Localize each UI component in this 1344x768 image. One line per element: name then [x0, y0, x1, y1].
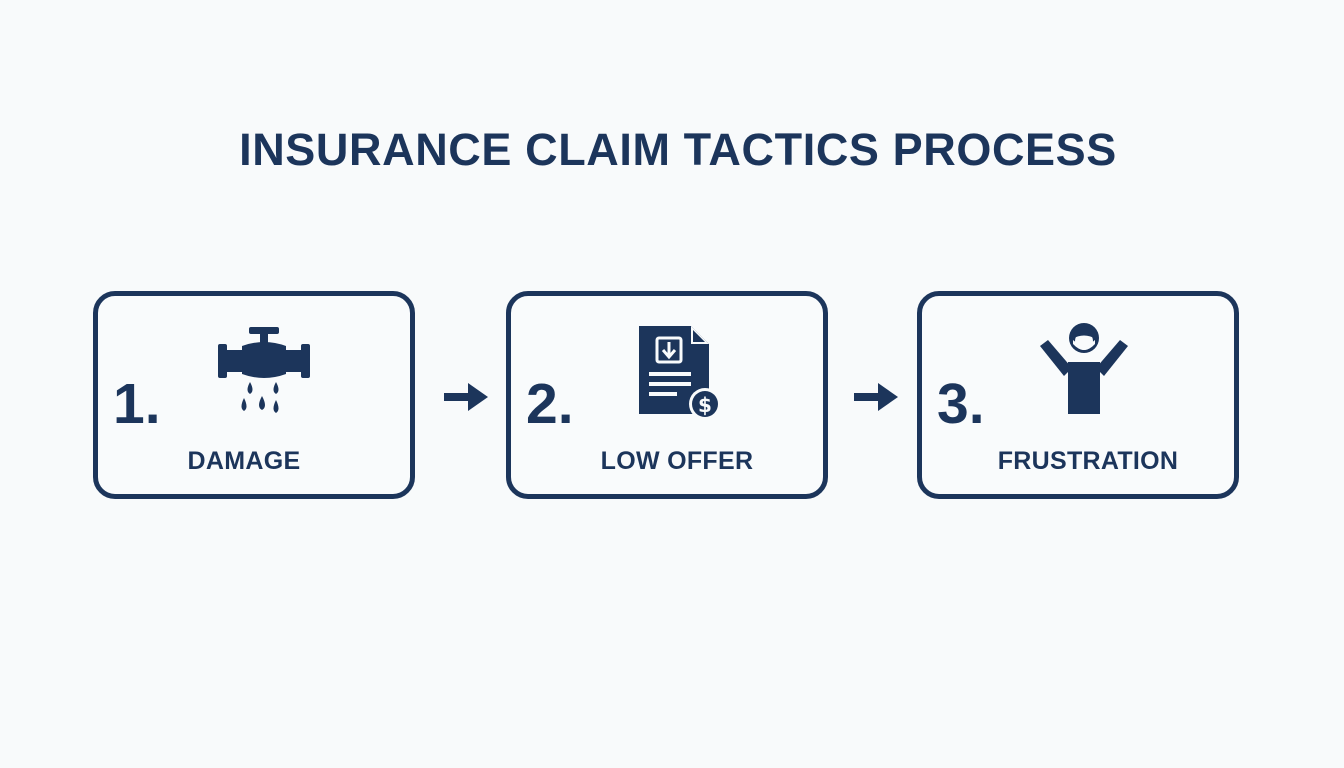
step-label: LOW OFFER	[600, 447, 754, 475]
step-number: 2.	[526, 372, 574, 436]
person-arms-raised-icon	[1034, 322, 1134, 422]
page-title: INSURANCE CLAIM TACTICS PROCESS	[239, 124, 1117, 175]
document-dollar-icon: $	[625, 322, 725, 422]
step-number: 1.	[113, 372, 161, 436]
step-card-damage: 1. DAMAGE	[93, 291, 415, 499]
step-card-frustration: 3. FRUSTRATION	[917, 291, 1239, 499]
step-number: 3.	[937, 372, 985, 436]
leaking-pipe-icon	[214, 322, 314, 422]
step-label: DAMAGE	[187, 447, 301, 475]
arrow-right-icon	[852, 380, 900, 414]
step-label: FRUSTRATION	[997, 447, 1179, 475]
arrow-right-icon	[442, 380, 490, 414]
step-card-low-offer: 2. $ LOW OFFER	[506, 291, 828, 499]
svg-text:$: $	[698, 393, 712, 417]
